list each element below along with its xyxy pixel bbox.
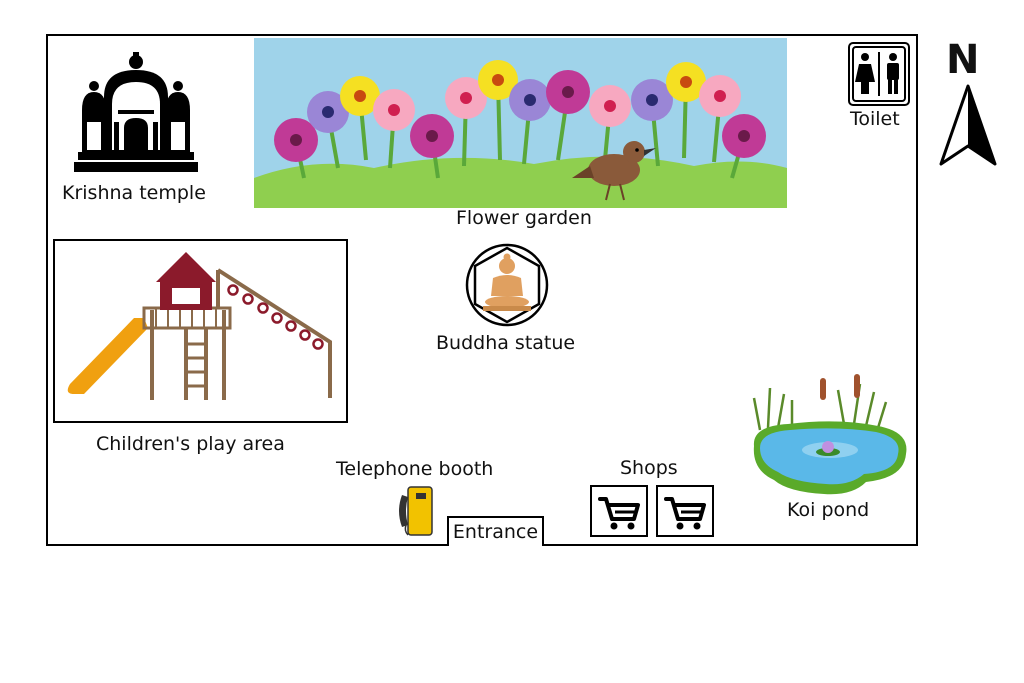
krishna-temple-label: Krishna temple [62, 182, 206, 204]
bird-icon [572, 141, 656, 201]
shops-label: Shops [620, 457, 678, 479]
shop-box-2[interactable] [656, 485, 714, 537]
shopping-cart-icon [664, 497, 706, 530]
shopping-cart-icon [598, 497, 640, 530]
toilet-label: Toilet [850, 108, 900, 130]
temple-icon[interactable] [74, 52, 198, 172]
entrance-label: Entrance [452, 521, 539, 543]
koi-pond-label: Koi pond [787, 499, 870, 521]
childrens-play-area-label: Children's play area [96, 433, 285, 455]
telephone-icon[interactable] [394, 485, 434, 537]
flower-garden-picture[interactable] [254, 38, 787, 208]
shop-box-1[interactable] [590, 485, 648, 537]
telephone-booth-label: Telephone booth [336, 458, 494, 480]
compass-north-letter: N [946, 37, 980, 83]
buddha-icon[interactable] [465, 242, 549, 328]
playground-icon[interactable] [60, 246, 342, 416]
entrance-box[interactable]: Entrance [447, 516, 544, 546]
toilet-icon[interactable] [848, 42, 910, 106]
north-arrow-icon [939, 84, 997, 166]
buddha-statue-label: Buddha statue [436, 332, 576, 354]
pond-icon[interactable] [748, 370, 912, 500]
flower-garden-label: Flower garden [456, 207, 592, 229]
